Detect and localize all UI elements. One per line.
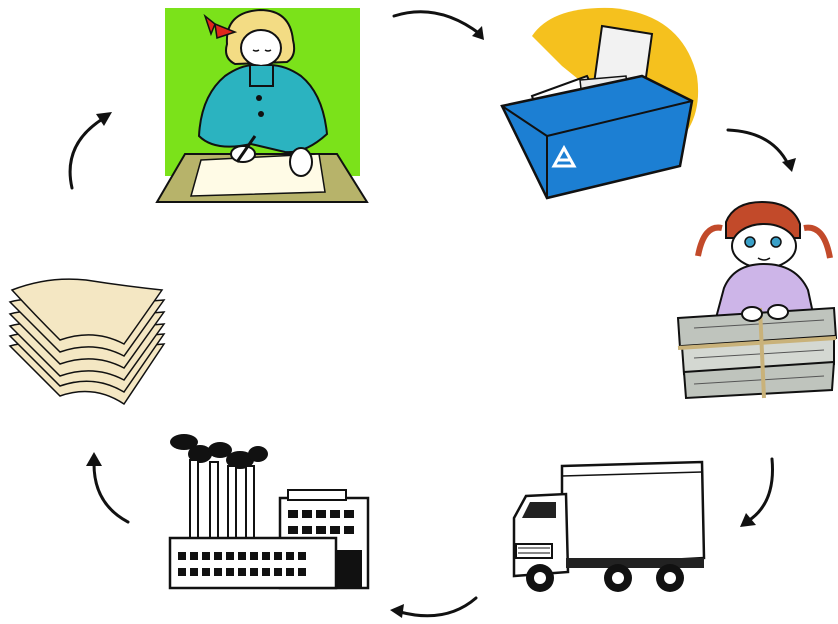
cycle-arrow-4 (390, 596, 478, 618)
girl-with-newspapers-icon (674, 198, 838, 403)
cycle-arrow-6 (68, 112, 112, 190)
factory-icon (164, 432, 372, 592)
paper-stack-icon (4, 266, 168, 410)
girl-writing-icon (155, 4, 370, 209)
recycle-bin-icon (492, 6, 707, 206)
truck-icon (506, 458, 708, 608)
cycle-arrow-5 (86, 452, 130, 524)
cycle-arrow-2 (726, 128, 796, 172)
cycle-arrow-3 (740, 457, 774, 527)
cycle-arrow-1 (392, 10, 484, 40)
